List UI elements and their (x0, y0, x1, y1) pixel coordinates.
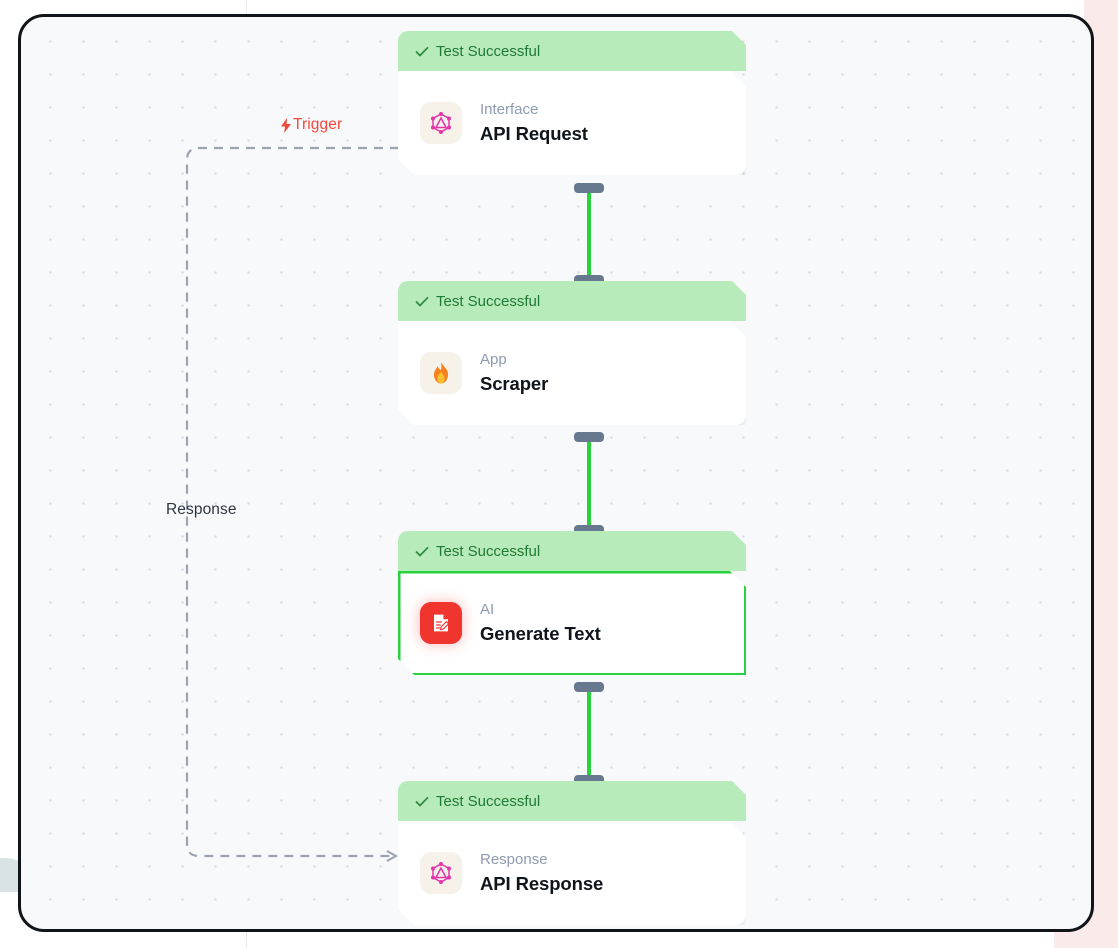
node-kind-label: AI (480, 600, 495, 618)
node-status-bar: Test Successful (398, 281, 746, 321)
node-body[interactable]: Response API Response (398, 821, 746, 925)
connector-handle-in-2[interactable] (574, 525, 604, 535)
connector-handle-in-1[interactable] (574, 275, 604, 285)
node-api-request[interactable]: Test Successful Interface (398, 31, 746, 175)
node-title-label: API Response (480, 873, 604, 895)
lightning-bolt-icon (281, 117, 292, 133)
node-kind-label: App (480, 350, 507, 368)
node-status-bar: Test Successful (398, 31, 746, 71)
node-status-label: Test Successful (436, 542, 541, 560)
check-icon (415, 546, 429, 557)
node-status-bar: Test Successful (398, 531, 746, 571)
node-text: App Scraper (480, 351, 548, 396)
node-api-response[interactable]: Test Successful Response (398, 781, 746, 925)
check-icon (415, 796, 429, 807)
node-scraper[interactable]: Test Successful App Scraper (398, 281, 746, 425)
connector-line-2 (587, 439, 591, 543)
node-generate-text[interactable]: Test Successful AI Generate Text (398, 531, 746, 675)
node-text: Response API Response (480, 851, 603, 896)
response-label: Response (166, 501, 237, 518)
node-text: Interface API Request (480, 101, 588, 146)
node-body[interactable]: Interface API Request (398, 71, 746, 175)
document-pencil-icon (420, 602, 462, 644)
check-icon (415, 46, 429, 57)
graphql-icon (420, 852, 462, 894)
connector-handle-out-1[interactable] (574, 183, 604, 193)
node-title-label: API Request (480, 123, 588, 145)
node-body[interactable]: AI Generate Text (398, 571, 746, 675)
trigger-label: Trigger (281, 116, 342, 134)
node-kind-label: Interface (480, 100, 539, 118)
backdrop-divider-top (246, 0, 247, 20)
node-status-label: Test Successful (436, 792, 541, 810)
node-title-label: Generate Text (480, 623, 601, 645)
node-text: AI Generate Text (480, 601, 601, 646)
node-kind-label: Response (480, 850, 548, 868)
node-status-bar: Test Successful (398, 781, 746, 821)
trigger-label-text: Trigger (293, 116, 343, 133)
connector-line-3 (587, 689, 591, 793)
check-icon (415, 296, 429, 307)
node-status-label: Test Successful (436, 42, 541, 60)
connector-handle-in-3[interactable] (574, 775, 604, 785)
node-status-label: Test Successful (436, 292, 541, 310)
flame-icon (420, 352, 462, 394)
connector-handle-out-3[interactable] (574, 682, 604, 692)
connector-line-1 (587, 189, 591, 293)
connector-handle-out-2[interactable] (574, 432, 604, 442)
graphql-icon (420, 102, 462, 144)
node-title-label: Scraper (480, 373, 549, 395)
node-body[interactable]: App Scraper (398, 321, 746, 425)
workflow-canvas[interactable]: Trigger Response Test Successful (18, 14, 1094, 932)
